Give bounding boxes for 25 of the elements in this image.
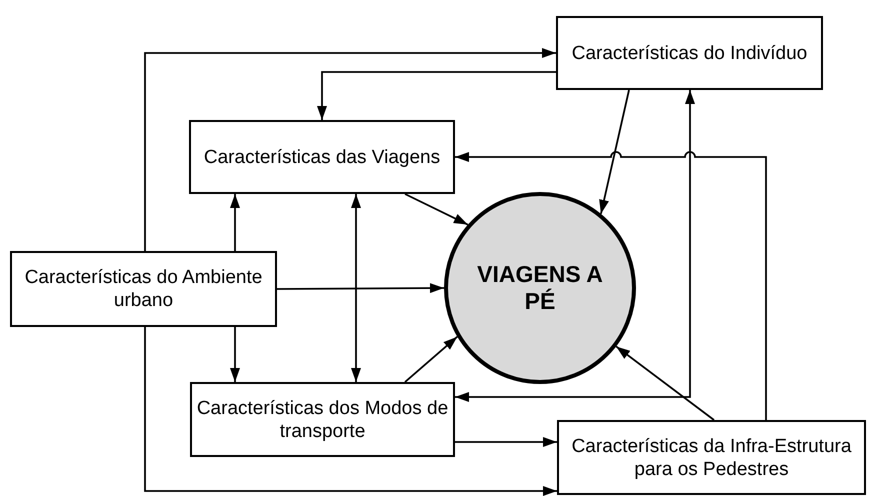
arrow (277, 283, 444, 294)
node-label: Características da Infra-Estrutura para os Pedestres (570, 434, 852, 480)
node-label: Características dos Modos de transporte (196, 396, 450, 442)
process-box (557, 420, 866, 495)
arrow (455, 152, 767, 420)
arrow (144, 48, 556, 251)
process-box (556, 16, 823, 90)
arrow (317, 71, 556, 120)
arrow (351, 194, 361, 382)
arrow (404, 193, 468, 226)
node-label: VIAGENS A PÉ (476, 261, 604, 315)
process-box (190, 382, 455, 457)
arrow (230, 194, 240, 251)
arrow (455, 90, 695, 402)
arrow (616, 346, 715, 421)
node-label: Características do Indivíduo (572, 42, 808, 64)
arrow (404, 336, 458, 383)
arrow (144, 327, 557, 496)
arrow (599, 90, 630, 214)
arrow (455, 437, 557, 447)
process-box (189, 120, 455, 194)
process-box (10, 251, 277, 327)
node-label: Características do Ambiente urbano (24, 266, 264, 312)
arrow (230, 327, 240, 382)
node-label: Características das Viagens (204, 146, 440, 168)
